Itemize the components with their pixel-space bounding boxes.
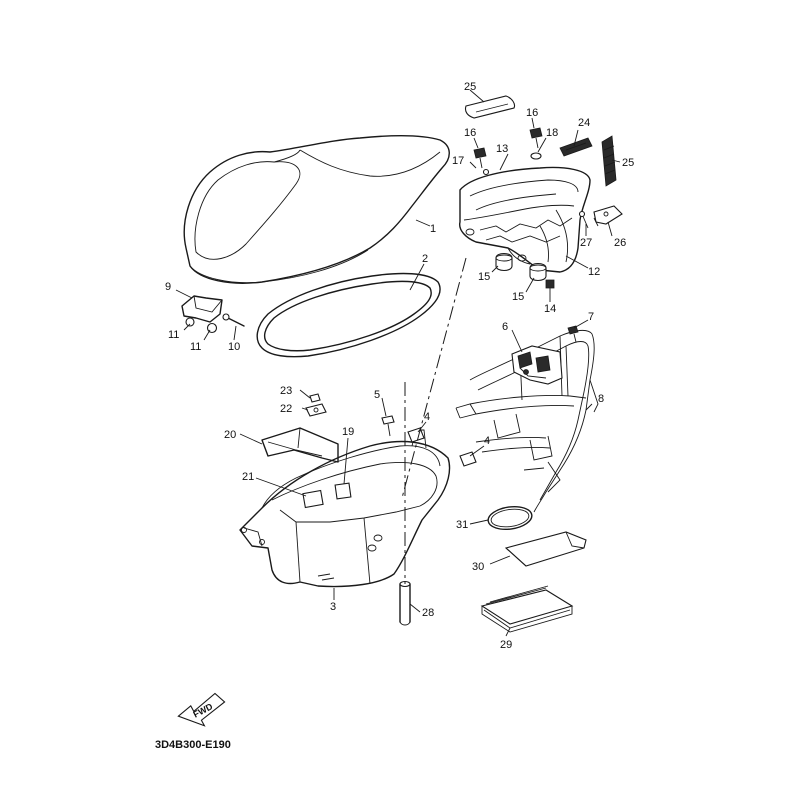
callout-4b: 4 <box>484 435 490 447</box>
document-bag <box>504 531 587 567</box>
lock-screw <box>567 325 579 343</box>
clip-nut <box>459 451 477 467</box>
callout-16b: 16 <box>526 107 538 119</box>
callout-5: 5 <box>374 389 380 401</box>
callout-9: 9 <box>165 281 171 293</box>
small-screws <box>578 210 599 229</box>
callout-29: 29 <box>500 639 512 651</box>
callout-24: 24 <box>578 117 590 129</box>
callout-10: 10 <box>228 341 240 353</box>
seat <box>183 134 450 284</box>
box-cover <box>261 427 339 463</box>
callout-13: 13 <box>496 143 508 155</box>
callout-20: 20 <box>224 429 236 441</box>
callout-12: 12 <box>588 266 600 278</box>
callout-19: 19 <box>342 426 354 438</box>
callout-8: 8 <box>598 393 604 405</box>
callout-labels: 1 2 3 4 4 5 6 7 8 9 10 11 11 12 13 14 15… <box>165 81 634 651</box>
carrier-bolts <box>473 127 543 176</box>
callout-11b: 11 <box>190 341 201 353</box>
rubber-band <box>487 505 533 531</box>
bolt-and-washer <box>305 393 327 417</box>
screw <box>381 415 395 437</box>
callout-3: 3 <box>330 601 336 613</box>
seat-seal <box>256 272 441 358</box>
callout-6: 6 <box>502 321 508 333</box>
callout-15a: 15 <box>478 271 490 283</box>
callout-2: 2 <box>422 253 428 265</box>
callout-22: 22 <box>280 403 292 415</box>
callout-16a: 16 <box>464 127 476 139</box>
hinge-bracket <box>181 295 245 334</box>
emblem <box>559 137 593 157</box>
callout-31: 31 <box>456 519 468 531</box>
callout-15b: 15 <box>512 291 524 303</box>
luggage-box <box>239 429 451 588</box>
collar-tube <box>399 580 411 626</box>
callout-23: 23 <box>280 385 292 397</box>
callout-1: 1 <box>430 223 436 235</box>
rear-carrier <box>459 166 591 273</box>
owners-manual <box>480 585 574 633</box>
callout-18: 18 <box>546 127 558 139</box>
callout-14: 14 <box>544 303 556 315</box>
callout-30: 30 <box>472 561 484 573</box>
callout-25a: 25 <box>464 81 476 93</box>
callout-11a: 11 <box>168 329 179 341</box>
forward-arrow-icon: FWD <box>177 692 226 727</box>
callout-4a: 4 <box>424 411 430 423</box>
alignment-line <box>401 257 467 499</box>
leader-lines <box>175 89 621 637</box>
rubber-dampers <box>495 252 547 282</box>
label-sticker <box>334 482 352 500</box>
reflector-pad <box>302 489 324 509</box>
callout-27: 27 <box>580 237 592 249</box>
carrier-mount-bolt <box>545 279 555 298</box>
top-reflector <box>464 95 516 119</box>
seat-lock <box>511 345 563 385</box>
callout-26: 26 <box>614 237 626 249</box>
callout-17: 17 <box>452 155 464 167</box>
callout-7: 7 <box>588 311 594 323</box>
callout-25b: 25 <box>622 157 634 169</box>
side-reflector <box>601 135 617 187</box>
callout-21: 21 <box>242 471 254 483</box>
tail-bracket <box>593 205 623 225</box>
diagram-code: 3D4B300-E190 <box>155 739 231 751</box>
callout-28: 28 <box>422 607 434 619</box>
